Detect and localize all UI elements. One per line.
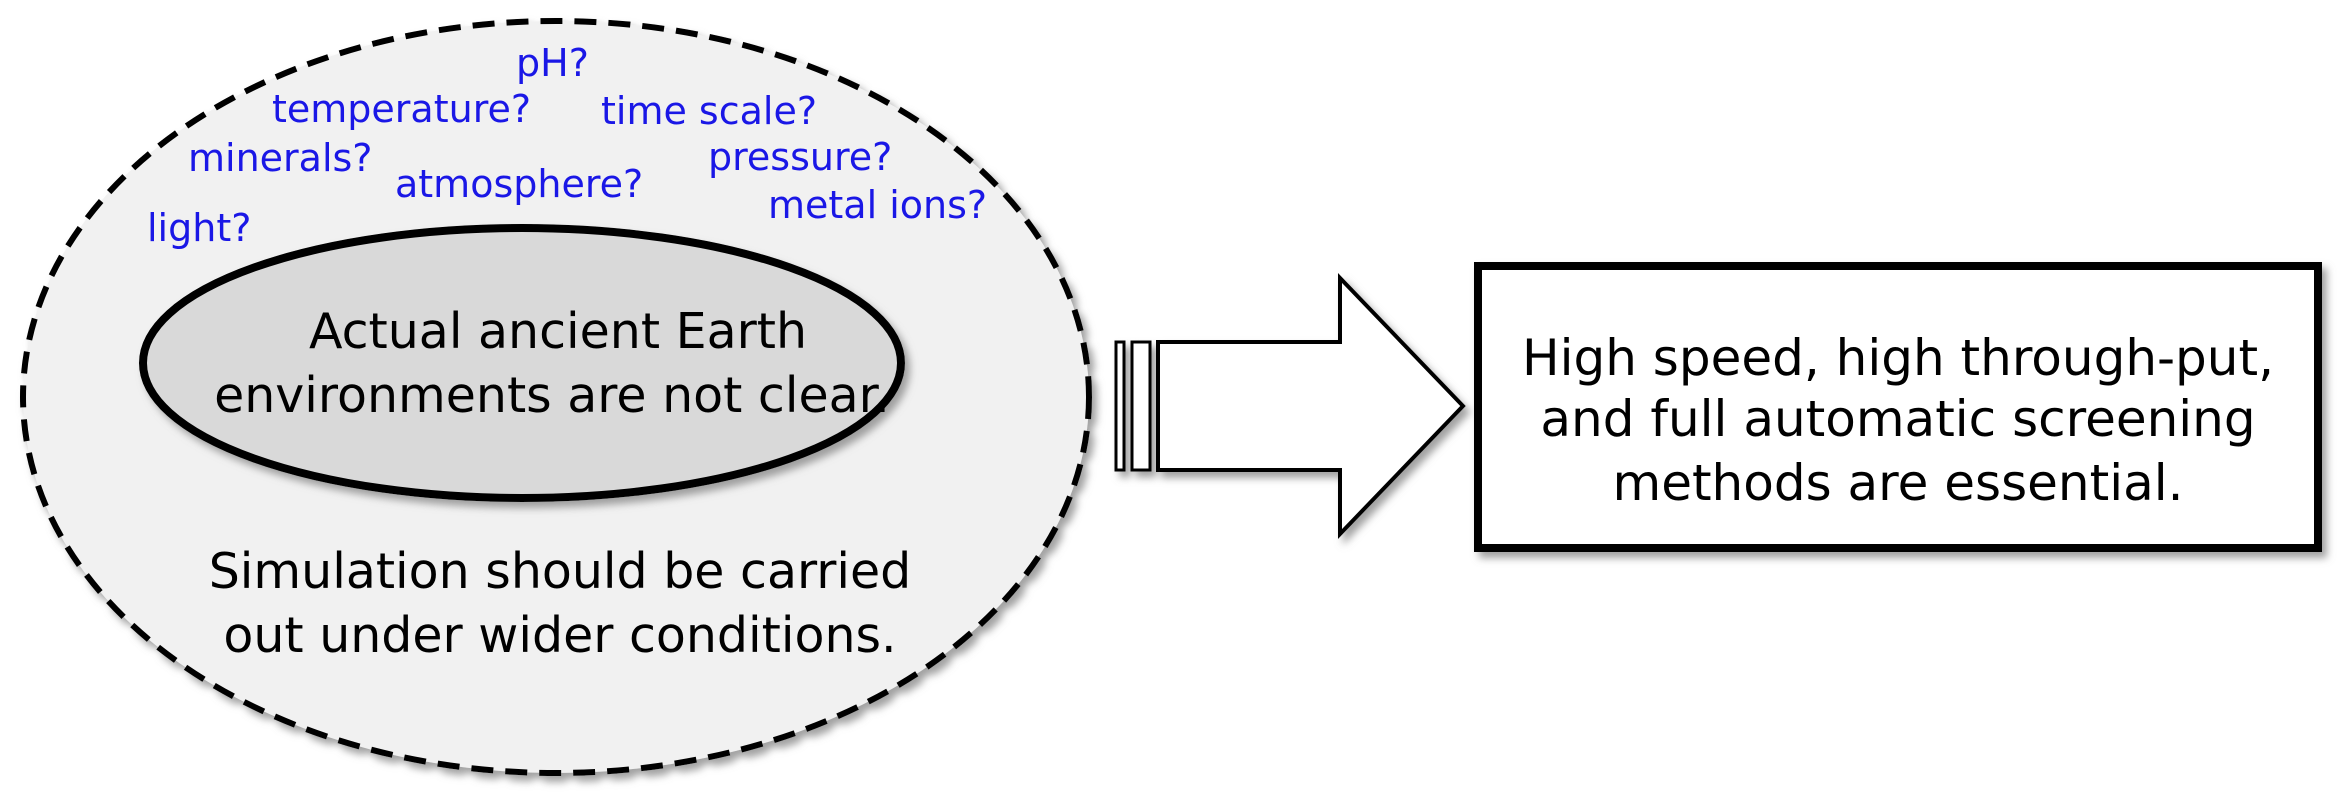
conclusion-line-2: and full automatic screening — [1540, 390, 2255, 448]
question-temperature: temperature? — [272, 87, 531, 131]
ancient-earth-line-1: Actual ancient Earth — [309, 303, 807, 360]
conclusion-line-1: High speed, high through-put, — [1522, 329, 2274, 387]
ancient-earth-line-2: environments are not clear. — [214, 367, 890, 424]
simulation-line-1: Simulation should be carried — [209, 543, 912, 600]
question-time-scale: time scale? — [601, 89, 817, 133]
question-minerals: minerals? — [188, 136, 372, 180]
question-metal-ions: metal ions? — [768, 183, 987, 227]
conclusion-box — [1474, 262, 2322, 552]
question-light: light? — [147, 206, 251, 250]
question-atmosphere: atmosphere? — [395, 162, 643, 206]
question-ph: pH? — [516, 41, 589, 85]
question-pressure: pressure? — [708, 135, 892, 179]
simulation-line-2: out under wider conditions. — [223, 607, 896, 664]
ancient-earth-ellipse — [139, 224, 905, 502]
right-arrow-icon — [1114, 273, 1466, 539]
conclusion-line-3: methods are essential. — [1612, 454, 2183, 512]
